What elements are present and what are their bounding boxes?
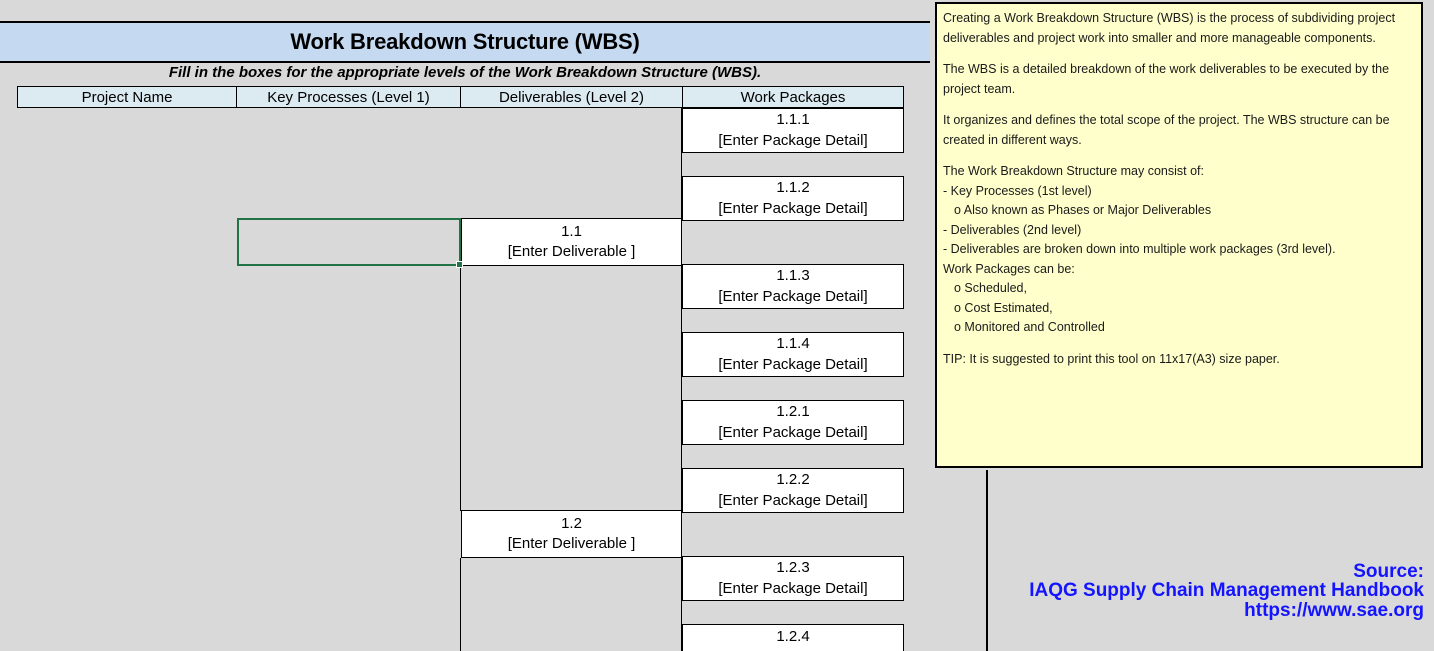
- work-package-code: 1.1.1: [776, 111, 810, 129]
- page-subtitle: Fill in the boxes for the appropriate le…: [168, 63, 762, 81]
- page-title: Work Breakdown Structure (WBS): [0, 21, 930, 63]
- work-package-detail: [Enter Package Detail]: [718, 287, 868, 305]
- deliverable-code: 1.2: [561, 514, 582, 532]
- column-header-row: Project Name Key Processes (Level 1) Del…: [17, 86, 904, 108]
- connector-deliverable-to-packages: [681, 108, 682, 651]
- note-list-item-broken-down: - Deliverables are broken down into mult…: [943, 242, 1336, 256]
- note-list-item-cost-estimated: o Cost Estimated,: [954, 300, 1053, 315]
- work-package-box-1-1-4[interactable]: 1.1.4 [Enter Package Detail]: [682, 332, 904, 377]
- deliverable-detail: [Enter Deliverable ]: [507, 535, 636, 552]
- work-package-box-1-2-4[interactable]: 1.2.4: [682, 624, 904, 651]
- note-list-item-key-processes: - Key Processes (1st level): [943, 183, 1092, 198]
- work-package-box-1-2-3[interactable]: 1.2.3 [Enter Package Detail]: [682, 556, 904, 601]
- work-package-code: 1.2.2: [776, 471, 810, 489]
- work-package-box-1-2-2[interactable]: 1.2.2 [Enter Package Detail]: [682, 468, 904, 513]
- vertical-divider-line: [986, 470, 988, 651]
- column-header-deliverables: Deliverables (Level 2): [460, 86, 682, 108]
- column-header-key-processes: Key Processes (Level 1): [236, 86, 460, 108]
- work-package-code: 1.1.2: [776, 179, 810, 197]
- note-tip: TIP: It is suggested to print this tool …: [943, 351, 1280, 366]
- source-label: Source:: [1353, 561, 1424, 582]
- note-list-item-monitored: o Monitored and Controlled: [954, 320, 1105, 334]
- note-spacer: [943, 48, 1415, 60]
- note-spacer: [943, 99, 1415, 111]
- note-list-item-phases: o Also known as Phases or Major Delivera…: [954, 203, 1212, 217]
- work-package-box-1-1-1[interactable]: 1.1.1 [Enter Package Detail]: [682, 108, 904, 153]
- note-paragraph-3: It organizes and defines the total scope…: [943, 113, 1390, 147]
- deliverable-box-1-2[interactable]: 1.2 [Enter Deliverable ]: [461, 510, 682, 558]
- work-package-detail: [Enter Package Detail]: [718, 579, 868, 597]
- work-package-code: 1.1.3: [776, 267, 810, 285]
- work-package-box-1-1-2[interactable]: 1.1.2 [Enter Package Detail]: [682, 176, 904, 221]
- note-paragraph-4: The Work Breakdown Structure may consist…: [943, 164, 1204, 178]
- work-package-code: 1.2.1: [776, 403, 810, 421]
- work-package-code: 1.2.3: [776, 559, 810, 577]
- work-package-detail: [Enter Package Detail]: [718, 199, 868, 217]
- column-header-project-name: Project Name: [17, 86, 236, 108]
- instructions-note-panel: Creating a Work Breakdown Structure (WBS…: [935, 2, 1423, 468]
- source-handbook-name: IAQG Supply Chain Management Handbook: [1029, 580, 1424, 602]
- work-package-code: 1.2.4: [776, 628, 810, 645]
- connector-level1-lower: [460, 558, 461, 651]
- note-spacer: [943, 150, 1415, 162]
- work-package-detail: [Enter Package Detail]: [718, 131, 868, 149]
- deliverable-box-1-1[interactable]: 1.1 [Enter Deliverable ]: [461, 218, 682, 266]
- deliverable-code: 1.1: [561, 222, 582, 240]
- work-package-box-1-1-3[interactable]: 1.1.3 [Enter Package Detail]: [682, 264, 904, 309]
- note-list-item-can-be: Work Packages can be:: [943, 261, 1075, 276]
- work-package-code: 1.1.4: [776, 335, 810, 353]
- deliverable-detail: [Enter Deliverable ]: [507, 243, 636, 260]
- fill-handle[interactable]: [456, 261, 463, 268]
- note-list-item-deliverables: - Deliverables (2nd level): [943, 222, 1082, 237]
- selected-cell-key-process[interactable]: [237, 218, 463, 268]
- column-header-work-packages: Work Packages: [682, 86, 904, 108]
- note-list-item-scheduled: o Scheduled,: [954, 281, 1027, 295]
- source-attribution: Source: IAQG Supply Chain Management Han…: [904, 561, 1424, 621]
- wbs-worksheet: Work Breakdown Structure (WBS) Fill in t…: [0, 21, 930, 651]
- connector-level1-to-deliverables: [460, 266, 461, 511]
- source-url[interactable]: https://www.sae.org: [1244, 599, 1424, 621]
- work-package-detail: [Enter Package Detail]: [718, 355, 868, 373]
- note-spacer: [943, 338, 1415, 350]
- work-package-box-1-2-1[interactable]: 1.2.1 [Enter Package Detail]: [682, 400, 904, 445]
- work-package-detail: [Enter Package Detail]: [718, 423, 868, 441]
- note-paragraph-2: The WBS is a detailed breakdown of the w…: [943, 62, 1390, 96]
- note-paragraph-1: Creating a Work Breakdown Structure (WBS…: [943, 11, 1396, 45]
- work-package-detail: [Enter Package Detail]: [718, 491, 868, 509]
